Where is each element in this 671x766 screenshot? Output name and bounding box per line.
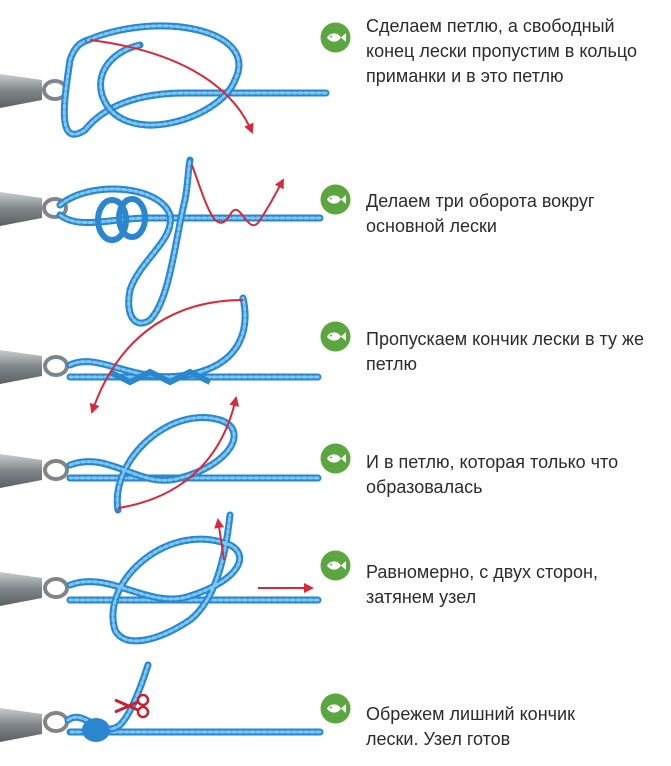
step-4-arrow xyxy=(117,396,240,509)
lure-icon xyxy=(0,708,42,742)
step-3-arrow xyxy=(89,299,244,414)
fish-badge-icon xyxy=(320,443,351,474)
lure-icon xyxy=(0,454,42,488)
lure-icon xyxy=(0,192,42,226)
step-2-text: Делаем три оборота вокруг основной лески xyxy=(366,191,595,236)
fish-badge-icon xyxy=(320,550,351,581)
step-6-text: Обрежем лишний кончик лески. Узел готов xyxy=(366,704,575,749)
lure-icon xyxy=(0,572,42,606)
lure-icon xyxy=(0,74,42,108)
fish-badge-icon xyxy=(320,184,351,215)
step-5-illustration xyxy=(0,511,322,645)
step-2-arrow xyxy=(191,164,284,227)
lure-eyelet-icon xyxy=(43,355,69,377)
lure-icon xyxy=(0,350,42,384)
step-2-illustration xyxy=(0,156,324,327)
step-3-illustration xyxy=(0,294,322,414)
step-4-text: И в петлю, которая только что образовала… xyxy=(366,452,619,497)
step-6-illustration xyxy=(0,661,324,742)
step-4-illustration xyxy=(0,396,322,514)
step-1-illustration xyxy=(0,22,330,138)
fish-badge-icon xyxy=(320,321,351,352)
step-5-arrow-up xyxy=(214,518,225,561)
fish-badge-icon xyxy=(320,693,351,724)
step-5-text: Равномерно, с двух сторон, затянем узел xyxy=(366,562,598,607)
step-1-arrow xyxy=(89,39,254,134)
lure-eyelet-icon xyxy=(43,711,69,733)
fish-badge-icon xyxy=(320,22,351,53)
lure-eyelet-icon xyxy=(43,577,69,599)
lure-eyelet-icon xyxy=(42,197,68,219)
lure-eyelet-icon xyxy=(43,459,69,481)
step-1-text: Сделаем петлю, а свободный конец лески п… xyxy=(366,16,638,86)
step-3-text: Пропускаем кончик лески в ту же петлю xyxy=(366,329,645,374)
scissors-icon xyxy=(114,693,150,719)
